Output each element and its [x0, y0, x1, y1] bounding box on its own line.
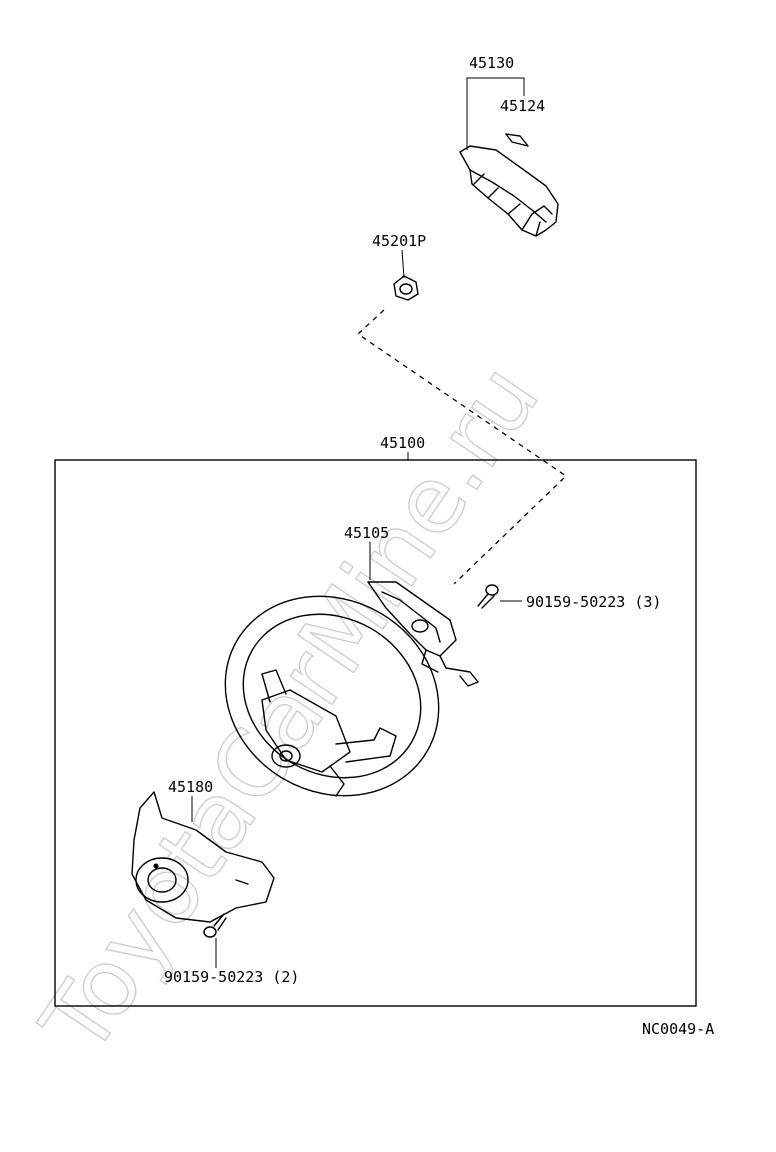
label-45100: 45100 — [380, 434, 425, 452]
assembly-dashed-line — [356, 309, 568, 585]
screw-top-illustration — [477, 584, 499, 609]
lower-cover-illustration — [131, 791, 275, 923]
horn-contact-illustration — [367, 581, 479, 687]
label-45124: 45124 — [500, 97, 545, 115]
drawing-code: NC0049-A — [642, 1020, 714, 1038]
label-45201p: 45201P — [372, 232, 426, 250]
label-45130: 45130 — [469, 54, 514, 72]
label-screw-bottom: 90159-50223 (2) — [164, 968, 299, 986]
leader-45201p — [401, 249, 405, 279]
watermark: ToyotaCarMine.ru — [21, 346, 560, 1073]
emblem-illustration — [505, 133, 529, 147]
label-45180: 45180 — [168, 778, 213, 796]
label-screw-top: 90159-50223 (3) — [526, 593, 661, 611]
leader-45130 — [466, 77, 525, 150]
screw-bottom-illustration — [203, 913, 227, 938]
label-45105: 45105 — [344, 524, 389, 542]
assembly-box — [54, 459, 697, 1007]
steering-wheel-illustration — [224, 595, 440, 797]
horn-cover-illustration — [459, 145, 559, 237]
nut-illustration — [393, 275, 419, 301]
